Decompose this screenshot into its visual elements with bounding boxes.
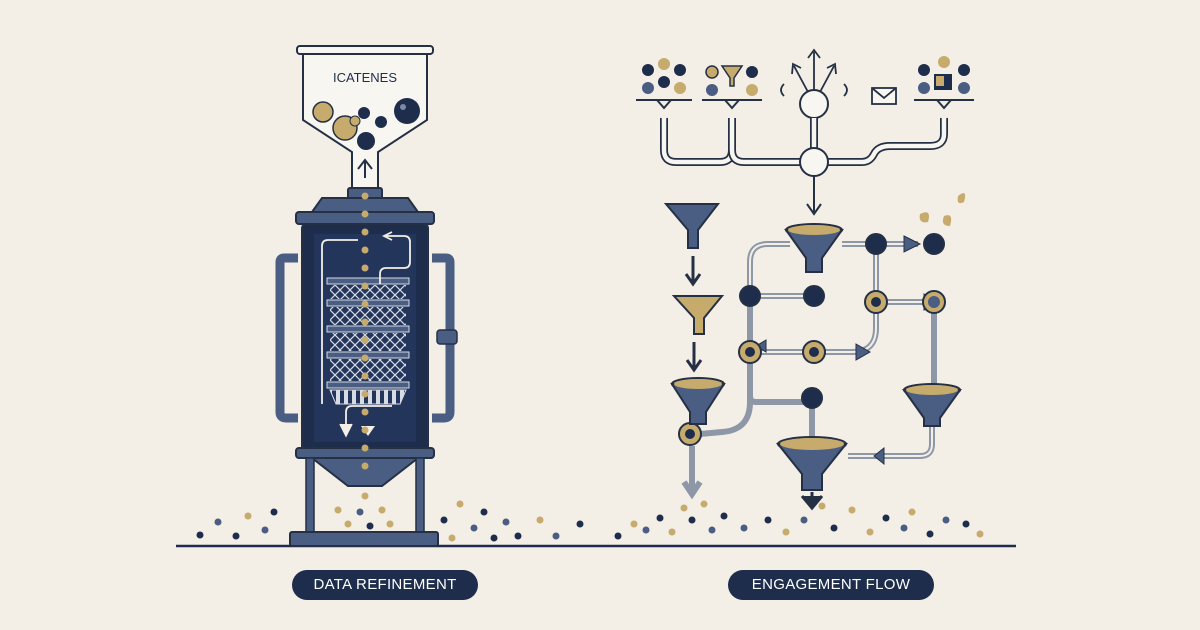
collector-pipes [660, 118, 948, 166]
input-hopper: ICATENES [296, 45, 434, 191]
funnel [671, 295, 725, 373]
broadcast-node [780, 48, 848, 119]
source-group-3 [914, 56, 974, 110]
funnel [902, 383, 962, 427]
mail-icon [871, 87, 897, 105]
flow-nodes [678, 233, 946, 446]
funnel [670, 377, 726, 500]
engagement-flow [636, 48, 974, 511]
output-dots-right [614, 500, 984, 540]
funnel [784, 223, 844, 273]
source-group-1 [636, 58, 692, 110]
merge-node [799, 147, 829, 177]
data-ball [312, 101, 334, 123]
engagement-flow-caption: ENGAGEMENT FLOW [728, 570, 934, 600]
data-stream [361, 192, 369, 500]
refinement-machine: ICATENES [275, 45, 458, 547]
output-dots-left [196, 500, 584, 542]
source-group-2 [702, 65, 762, 110]
data-ball [375, 116, 387, 128]
data-ball [349, 115, 361, 127]
data-ball [357, 132, 375, 150]
up-arrow-icon [357, 158, 373, 178]
funnel [663, 203, 721, 287]
hopper-label: ICATENES [333, 70, 397, 85]
data-ball [394, 98, 420, 124]
leaf-icons [919, 193, 966, 226]
data-ball [358, 107, 370, 119]
funnel [775, 436, 849, 511]
data-refinement-caption: DATA REFINEMENT [292, 570, 478, 600]
